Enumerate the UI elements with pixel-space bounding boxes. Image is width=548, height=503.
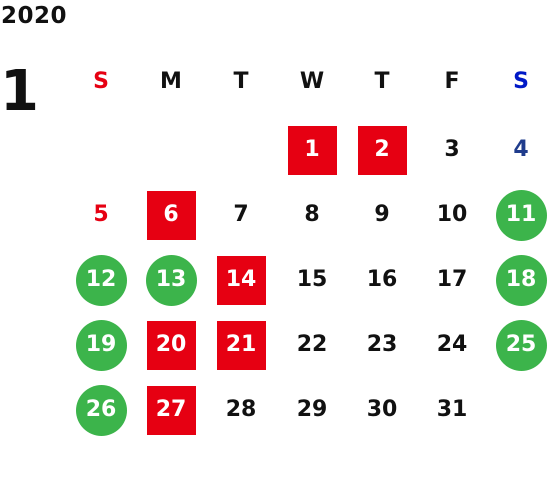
- day-number: 4: [513, 137, 529, 162]
- day-cell[interactable]: 11: [486, 185, 548, 245]
- day-cell[interactable]: 30: [347, 380, 417, 440]
- day-cell[interactable]: 25: [486, 315, 548, 375]
- green-marked-day: 18: [495, 254, 547, 306]
- year-label: 2020: [1, 3, 68, 29]
- weekday-header: M: [160, 68, 182, 94]
- day-number: 17: [436, 267, 468, 292]
- red-marked-day: 2: [357, 125, 407, 175]
- day-cell[interactable]: 19: [66, 315, 136, 375]
- month-number: 1: [0, 59, 39, 124]
- day-number: 7: [233, 202, 249, 227]
- day-cell[interactable]: 14: [206, 250, 276, 310]
- red-marked-day: 6: [146, 190, 196, 240]
- weekday-header: S: [513, 68, 529, 94]
- green-marked-day: 26: [75, 384, 127, 436]
- day-cell[interactable]: 8: [277, 185, 347, 245]
- day-number: 8: [304, 202, 320, 227]
- weekday-header: F: [444, 68, 460, 94]
- green-marked-day: 12: [75, 254, 127, 306]
- day-cell[interactable]: 24: [417, 315, 487, 375]
- day-number: 5: [93, 202, 109, 227]
- day-cell[interactable]: 20: [136, 315, 206, 375]
- day-cell[interactable]: 10: [417, 185, 487, 245]
- day-number: 28: [225, 397, 257, 422]
- day-cell[interactable]: 26: [66, 380, 136, 440]
- day-cell[interactable]: 5: [66, 185, 136, 245]
- weekday-header: T: [374, 68, 390, 94]
- day-number: 30: [366, 397, 398, 422]
- day-number: 10: [436, 202, 468, 227]
- green-marked-day: 13: [145, 254, 197, 306]
- day-cell[interactable]: 31: [417, 380, 487, 440]
- red-marked-day: 21: [216, 320, 266, 370]
- red-marked-day: 20: [146, 320, 196, 370]
- day-cell[interactable]: 15: [277, 250, 347, 310]
- red-marked-day: 27: [146, 385, 196, 435]
- day-cell[interactable]: 4: [486, 120, 548, 180]
- day-cell[interactable]: 12: [66, 250, 136, 310]
- weekday-header: T: [233, 68, 249, 94]
- day-cell[interactable]: 29: [277, 380, 347, 440]
- green-marked-day: 19: [75, 319, 127, 371]
- day-number: 24: [436, 332, 468, 357]
- weekday-header: W: [299, 68, 325, 94]
- day-cell[interactable]: 6: [136, 185, 206, 245]
- day-number: 9: [374, 202, 390, 227]
- day-cell[interactable]: 22: [277, 315, 347, 375]
- day-cell[interactable]: 9: [347, 185, 417, 245]
- green-marked-day: 11: [495, 189, 547, 241]
- day-cell[interactable]: 7: [206, 185, 276, 245]
- day-number: 15: [296, 267, 328, 292]
- day-cell[interactable]: 21: [206, 315, 276, 375]
- day-number: 22: [296, 332, 328, 357]
- day-number: 3: [444, 137, 460, 162]
- day-number: 23: [366, 332, 398, 357]
- day-cell[interactable]: 1: [277, 120, 347, 180]
- day-number: 29: [296, 397, 328, 422]
- day-cell[interactable]: 27: [136, 380, 206, 440]
- day-cell[interactable]: 18: [486, 250, 548, 310]
- red-marked-day: 14: [216, 255, 266, 305]
- day-cell[interactable]: 3: [417, 120, 487, 180]
- day-number: 16: [366, 267, 398, 292]
- day-number: 31: [436, 397, 468, 422]
- day-cell[interactable]: 13: [136, 250, 206, 310]
- weekday-header: S: [93, 68, 109, 94]
- day-cell[interactable]: 16: [347, 250, 417, 310]
- day-cell[interactable]: 23: [347, 315, 417, 375]
- day-cell[interactable]: 2: [347, 120, 417, 180]
- red-marked-day: 1: [287, 125, 337, 175]
- day-cell[interactable]: 17: [417, 250, 487, 310]
- day-cell[interactable]: 28: [206, 380, 276, 440]
- green-marked-day: 25: [495, 319, 547, 371]
